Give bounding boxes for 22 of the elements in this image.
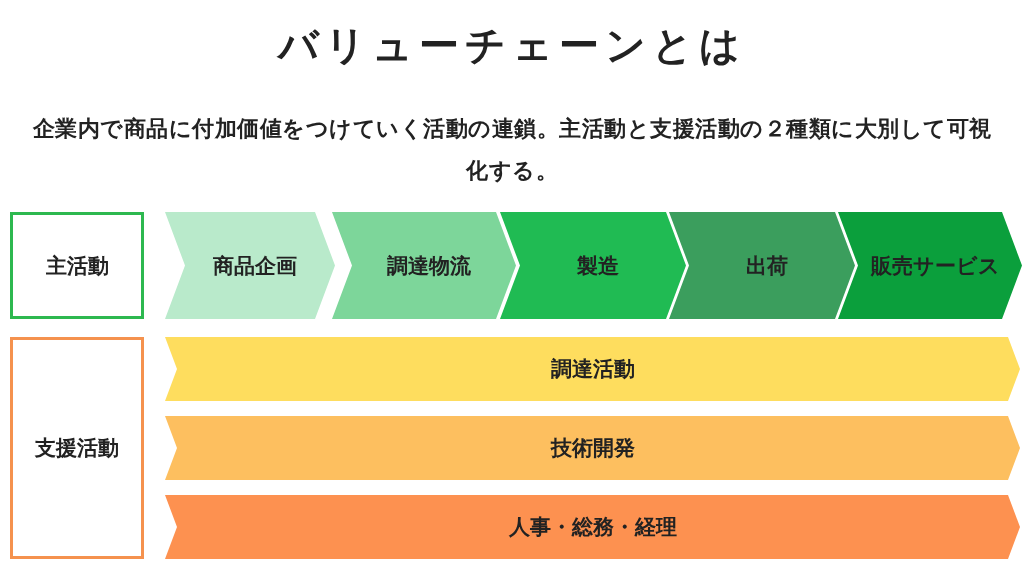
step-label: 主活動 [45,252,109,280]
step-label: 出荷 [746,252,788,280]
category-box [10,212,144,319]
value-chain-step [165,212,335,319]
support-band [165,416,1020,480]
support-band [165,337,1020,401]
step-label: 人事・総務・経理 [508,514,677,541]
support-band [165,495,1020,559]
step-label: 製造 [577,252,619,280]
description-text: 企業内で商品に付加価値をつけていく活動の連鎖。主活動と支援活動の２種類に大別して可視化する。 [31,115,993,185]
step-label: 調達活動 [550,356,635,383]
step-label: 支援活動 [35,435,119,462]
value-chain-step [838,212,1022,319]
title: バリューチェーンとは [275,21,747,70]
step-label: 販売サービス [870,252,1000,280]
category-box [10,337,144,559]
value-chain-step [669,212,855,319]
value-chain-step [500,212,686,319]
value-chain-step [332,212,516,319]
step-label: 調達物流 [387,252,471,280]
step-label: 技術開発 [550,435,635,462]
step-label: 商品企画 [213,252,297,280]
